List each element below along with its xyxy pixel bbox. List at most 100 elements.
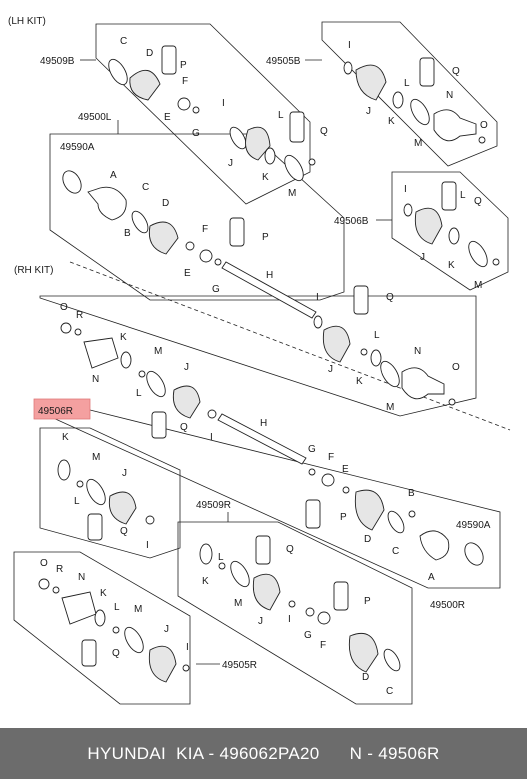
svg-text:L: L (278, 110, 284, 121)
svg-text:O: O (40, 558, 48, 569)
svg-text:Q: Q (386, 292, 394, 303)
rh-outer-boot-parts (38, 578, 190, 683)
svg-text:C: C (142, 182, 149, 193)
svg-text:J: J (258, 616, 263, 627)
svg-text:D: D (146, 48, 153, 59)
svg-text:H: H (260, 418, 267, 429)
panel-49505b (321, 21, 498, 167)
svg-text:O: O (452, 362, 460, 373)
svg-text:M: M (154, 346, 162, 357)
svg-text:I: I (288, 614, 291, 625)
svg-text:M: M (288, 188, 296, 199)
svg-text:C: C (386, 686, 393, 697)
svg-text:L: L (218, 552, 224, 563)
svg-text:F: F (182, 76, 188, 87)
svg-text:I: I (316, 292, 319, 303)
svg-text:M: M (92, 452, 100, 463)
svg-text:L: L (460, 190, 466, 201)
svg-text:N: N (78, 572, 85, 583)
svg-text:J: J (328, 364, 333, 375)
svg-text:I: I (210, 432, 213, 443)
label-49500r: 49500R (430, 600, 465, 611)
svg-text:J: J (184, 362, 189, 373)
svg-text:H: H (266, 270, 273, 281)
panel-rh-top (39, 295, 477, 417)
svg-text:Q: Q (120, 526, 128, 537)
panel-49506b (391, 171, 509, 291)
rh-inner-boot-parts (199, 535, 401, 673)
svg-text:A: A (428, 572, 435, 583)
svg-text:K: K (388, 116, 395, 127)
svg-text:P: P (262, 232, 269, 243)
svg-text:M: M (386, 402, 394, 413)
svg-text:O: O (60, 302, 68, 313)
svg-text:L: L (404, 78, 410, 89)
svg-text:Q: Q (112, 648, 120, 659)
svg-text:K: K (120, 332, 127, 343)
svg-text:E: E (342, 464, 349, 475)
svg-text:Q: Q (320, 126, 328, 137)
label-49509b: 49509B (40, 56, 75, 67)
panel-49506r (39, 427, 181, 559)
svg-text:Q: Q (286, 544, 294, 555)
lh-inner-boot-parts (108, 45, 316, 182)
lh-outer-kit-parts (403, 181, 500, 268)
panel-49500l (49, 133, 345, 301)
svg-text:E: E (164, 112, 171, 123)
svg-text:N: N (446, 90, 453, 101)
svg-text:P: P (364, 596, 371, 607)
label-49506b: 49506B (334, 216, 369, 227)
svg-text:Q: Q (452, 66, 460, 77)
svg-text:P: P (340, 512, 347, 523)
svg-text:J: J (164, 624, 169, 635)
svg-text:F: F (202, 224, 208, 235)
svg-text:K: K (262, 172, 269, 183)
svg-text:G: G (304, 630, 312, 641)
rh-outer-kit-parts (57, 459, 155, 541)
label-49505b: 49505B (266, 56, 301, 67)
svg-text:J: J (366, 106, 371, 117)
svg-text:I: I (348, 40, 351, 51)
svg-text:A: A (110, 170, 117, 181)
svg-text:K: K (448, 260, 455, 271)
panel-49509b (95, 23, 311, 205)
svg-text:P: P (180, 60, 187, 71)
svg-text:R: R (56, 564, 63, 575)
svg-text:K: K (62, 432, 69, 443)
footer-part-number-text: HYUNDAI KIA - 496062PA20 N - 49506R (87, 743, 440, 763)
label-49500l: 49500L (78, 112, 112, 123)
label-49505r: 49505R (222, 660, 257, 671)
svg-text:I: I (186, 642, 189, 653)
svg-text:G: G (192, 128, 200, 139)
svg-text:M: M (414, 138, 422, 149)
svg-text:K: K (202, 576, 209, 587)
svg-text:L: L (74, 496, 80, 507)
svg-text:D: D (362, 672, 369, 683)
lh-shaft-parts (62, 170, 323, 329)
svg-text:N: N (92, 374, 99, 385)
label-49506r-highlight (33, 398, 91, 420)
panel-49505r (13, 551, 191, 705)
svg-text:R: R (76, 310, 83, 321)
svg-text:E: E (184, 268, 191, 279)
rh-inner-parts (305, 468, 484, 566)
panel-49509r (177, 521, 413, 705)
label-49509r: 49509R (196, 500, 231, 511)
label-49506r: 49506R (38, 406, 73, 417)
lh-outer-boot-parts (343, 57, 486, 144)
svg-text:I: I (146, 540, 149, 551)
rh-top-parts (60, 285, 456, 465)
svg-text:G: G (212, 284, 220, 295)
svg-text:B: B (408, 488, 415, 499)
svg-text:C: C (392, 546, 399, 557)
part-number-footer: HYUNDAI KIA - 496062PA20 N - 49506R (0, 728, 527, 779)
svg-text:J: J (228, 158, 233, 169)
lh-kit-label: (LH KIT) (8, 16, 46, 27)
label-49590a-rh: 49590A (456, 520, 491, 531)
svg-text:I: I (404, 184, 407, 195)
svg-text:Q: Q (474, 196, 482, 207)
svg-text:M: M (234, 598, 242, 609)
svg-text:J: J (420, 252, 425, 263)
lh-rh-divider (69, 261, 511, 431)
